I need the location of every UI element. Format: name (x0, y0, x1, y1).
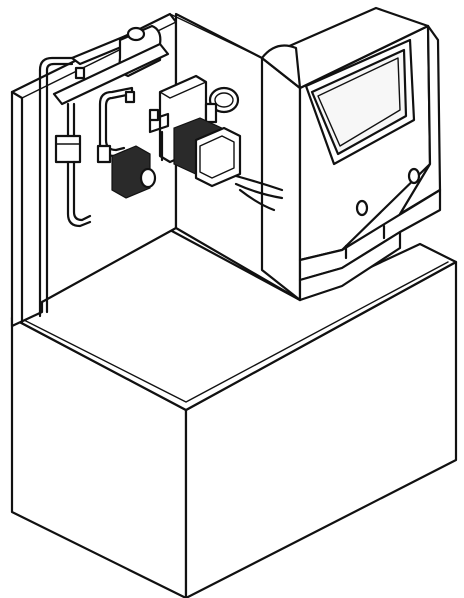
pressure-gauge-inner (214, 92, 234, 108)
screen-inner (317, 57, 401, 147)
center-bracket-top (159, 75, 207, 99)
left-drop-pipe (66, 102, 92, 228)
cylinder-cap (126, 26, 146, 42)
fitting-a (74, 66, 86, 80)
actuator-knob (139, 167, 157, 189)
floor-line (41, 227, 301, 303)
fitting-b (124, 90, 136, 104)
knob-right-icon (407, 167, 421, 185)
touch-screen (310, 48, 408, 156)
base-top-edge (19, 261, 449, 403)
center-connector-pipe (148, 112, 170, 134)
pipe-elbow-top (38, 56, 74, 72)
knob-left-icon (355, 199, 369, 217)
console-pedestal (298, 230, 402, 302)
right-panel-top-edge (169, 13, 263, 59)
gauge-neck (204, 102, 218, 124)
console-side (260, 56, 302, 302)
piping-assembly (38, 24, 284, 318)
top-cap (260, 44, 302, 90)
fitting-c (148, 108, 160, 122)
control-console (260, 6, 442, 302)
manifold-pipe (52, 42, 170, 106)
left-valve-block (54, 134, 82, 164)
center-small-valve (96, 144, 112, 164)
solenoid-actuator-icon (111, 145, 151, 199)
cable-3 (238, 188, 276, 212)
cable-1 (234, 174, 284, 192)
right-valve-face (199, 135, 235, 179)
base-cabinet (10, 228, 458, 598)
cable-2 (234, 182, 284, 200)
